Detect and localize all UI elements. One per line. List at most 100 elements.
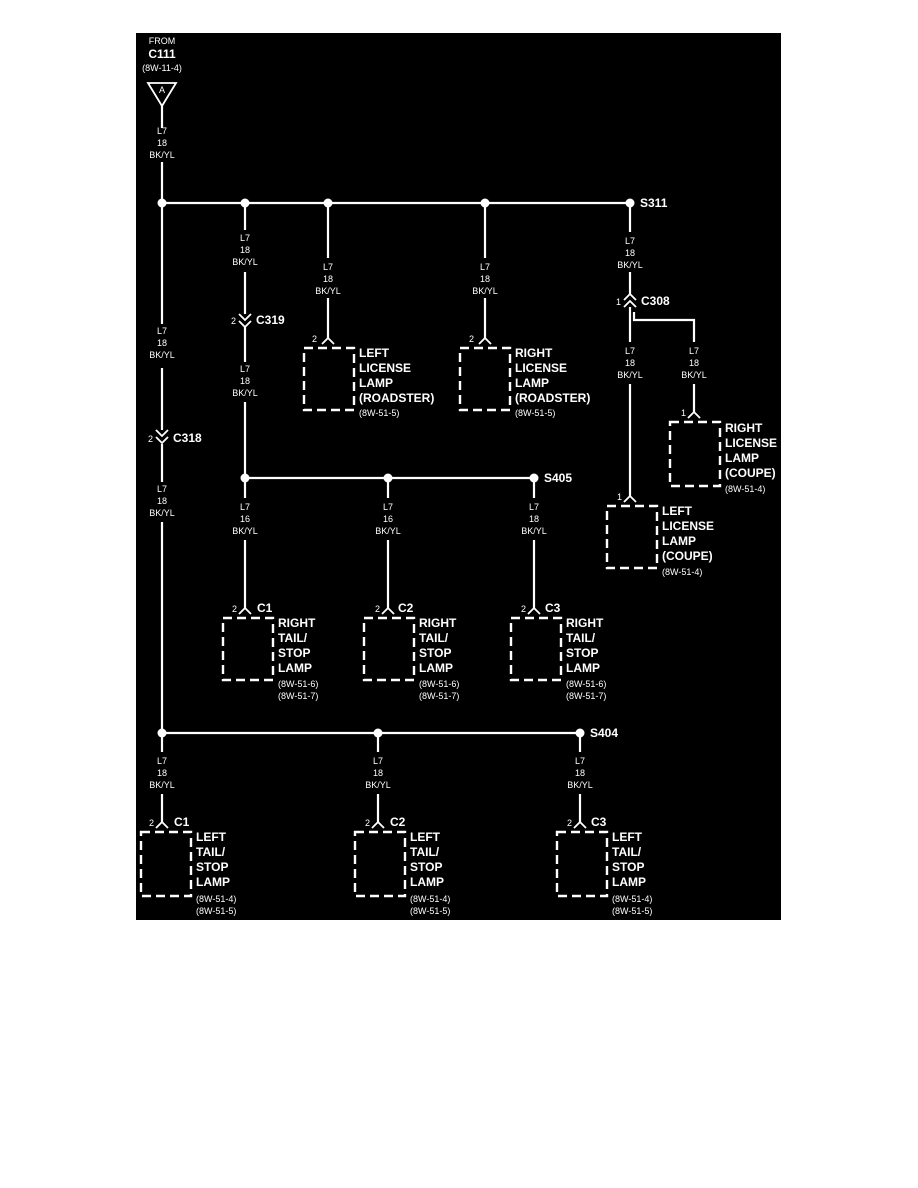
pin-chevron-icon <box>623 494 637 503</box>
connector-label: C3 <box>591 815 607 829</box>
lamp-label-line: LAMP <box>725 451 759 465</box>
lamp-label-line: LAMP <box>612 875 646 889</box>
lamp-ref: (8W-51-4) <box>612 894 652 904</box>
wire-label-right-tail-c3: L7 18 BK/YL <box>521 502 547 536</box>
wire-gauge: 18 <box>240 245 250 255</box>
pin-chevron-icon <box>321 336 335 345</box>
right-tail-stop-lamp-c2: 2 C2 RIGHT TAIL/ STOP LAMP (8W-51-6) (8W… <box>362 601 459 701</box>
lamp-ref: (8W-51-4) <box>662 567 702 577</box>
lamp-label-line: (ROADSTER) <box>515 391 590 405</box>
wire-gauge: 18 <box>625 248 635 258</box>
wire-label-right-tail-c2: L7 16 BK/YL <box>375 502 401 536</box>
connector-chevron-icon <box>155 429 169 438</box>
connector-label: C1 <box>257 601 273 615</box>
lamp-label-line: LAMP <box>196 875 230 889</box>
wire-color: BK/YL <box>232 257 258 267</box>
wire-color: BK/YL <box>681 370 707 380</box>
splice-dot-s404 <box>575 728 585 738</box>
connector-chevron-icon <box>623 292 637 301</box>
wire-gauge: 18 <box>323 274 333 284</box>
wire-color: BK/YL <box>315 286 341 296</box>
connector-chevron-icon <box>155 436 169 445</box>
lamp-box <box>555 830 609 898</box>
lamp-ref: (8W-51-5) <box>196 906 236 916</box>
lamp-label-line: TAIL/ <box>566 631 596 645</box>
wire-circuit: L7 <box>240 364 250 374</box>
wire-circuit: L7 <box>625 346 635 356</box>
wire-label-c308-right: L7 18 BK/YL <box>681 346 707 380</box>
lamp-ref: (8W-51-4) <box>196 894 236 904</box>
lamp-label-line: (ROADSTER) <box>359 391 434 405</box>
wire-circuit: L7 <box>480 262 490 272</box>
splice-dot <box>383 473 393 483</box>
lamp-label-line: LEFT <box>196 830 227 844</box>
wire-circuit: L7 <box>373 756 383 766</box>
connector-label: C319 <box>256 313 285 327</box>
left-license-lamp-roadster: 2 LEFT LICENSE LAMP (ROADSTER) (8W-51-5) <box>302 334 434 418</box>
pin-number: 2 <box>231 316 236 326</box>
lamp-label-line: STOP <box>196 860 228 874</box>
pin-number: 2 <box>232 604 237 614</box>
wire-circuit: L7 <box>383 502 393 512</box>
wire-circuit: L7 <box>157 484 167 494</box>
lamp-label-line: LEFT <box>410 830 441 844</box>
wire-gauge: 18 <box>689 358 699 368</box>
pin-number: 2 <box>469 334 474 344</box>
inline-connector-c318: 2 C318 <box>148 429 202 445</box>
left-tail-stop-lamp-c2: 2 C2 LEFT TAIL/ STOP LAMP (8W-51-4) (8W-… <box>353 815 450 916</box>
wire-gauge: 18 <box>529 514 539 524</box>
wire-gauge: 18 <box>373 768 383 778</box>
pin-chevron-icon <box>155 820 169 829</box>
wire-gauge: 18 <box>157 138 167 148</box>
wire-circuit: L7 <box>575 756 585 766</box>
lamp-ref: (8W-51-5) <box>515 408 555 418</box>
wire-color: BK/YL <box>232 526 258 536</box>
connector-label: C2 <box>390 815 406 829</box>
wire-segment <box>632 312 696 342</box>
splice-dot <box>157 198 167 208</box>
lamp-label-line: STOP <box>419 646 451 660</box>
lamp-label-line: LAMP <box>419 661 453 675</box>
wire-color: BK/YL <box>149 508 175 518</box>
lamp-label-line: LAMP <box>566 661 600 675</box>
lamp-label-line: LICENSE <box>359 361 411 375</box>
wire-label-c319-top: L7 18 BK/YL <box>232 233 258 267</box>
left-tail-stop-lamp-c3: 2 C3 LEFT TAIL/ STOP LAMP (8W-51-4) (8W-… <box>555 815 652 916</box>
lamp-box <box>139 830 193 898</box>
wire-circuit: L7 <box>157 756 167 766</box>
wire-circuit: L7 <box>157 326 167 336</box>
lamp-box <box>353 830 407 898</box>
wire-circuit: L7 <box>625 236 635 246</box>
wire-gauge: 16 <box>240 514 250 524</box>
lamp-label-line: TAIL/ <box>278 631 308 645</box>
lamp-ref: (8W-51-4) <box>725 484 765 494</box>
lamp-ref: (8W-51-7) <box>278 691 318 701</box>
lamp-label-line: STOP <box>566 646 598 660</box>
pin-chevron-icon <box>687 410 701 419</box>
wire-gauge: 18 <box>480 274 490 284</box>
splice-label-s404: S404 <box>590 726 618 740</box>
source-triangle-label: A <box>159 85 165 95</box>
wire-gauge: 18 <box>157 768 167 778</box>
connector-label: C318 <box>173 431 202 445</box>
lamp-label-line: RIGHT <box>278 616 316 630</box>
connector-label: C308 <box>641 294 670 308</box>
pin-number: 2 <box>521 604 526 614</box>
wire-gauge: 18 <box>240 376 250 386</box>
wire-label-s311: L7 18 BK/YL <box>617 236 643 270</box>
wire-circuit: L7 <box>240 233 250 243</box>
pin-number: 2 <box>312 334 317 344</box>
source-ref-label: (8W-11-4) <box>142 63 182 73</box>
pin-chevron-icon <box>478 336 492 345</box>
wire-color: BK/YL <box>521 526 547 536</box>
wire-color: BK/YL <box>365 780 391 790</box>
right-tail-stop-lamp-c3: 2 C3 RIGHT TAIL/ STOP LAMP (8W-51-6) (8W… <box>509 601 606 701</box>
lamp-label-line: LAMP <box>515 376 549 390</box>
splice-dot <box>480 198 490 208</box>
lamp-ref: (8W-51-5) <box>612 906 652 916</box>
pin-number: 1 <box>616 297 621 307</box>
pin-number: 2 <box>149 818 154 828</box>
wire-circuit: L7 <box>323 262 333 272</box>
source-connector: FROM C111 (8W-11-4) A <box>142 36 182 108</box>
lamp-ref: (8W-51-6) <box>419 679 459 689</box>
